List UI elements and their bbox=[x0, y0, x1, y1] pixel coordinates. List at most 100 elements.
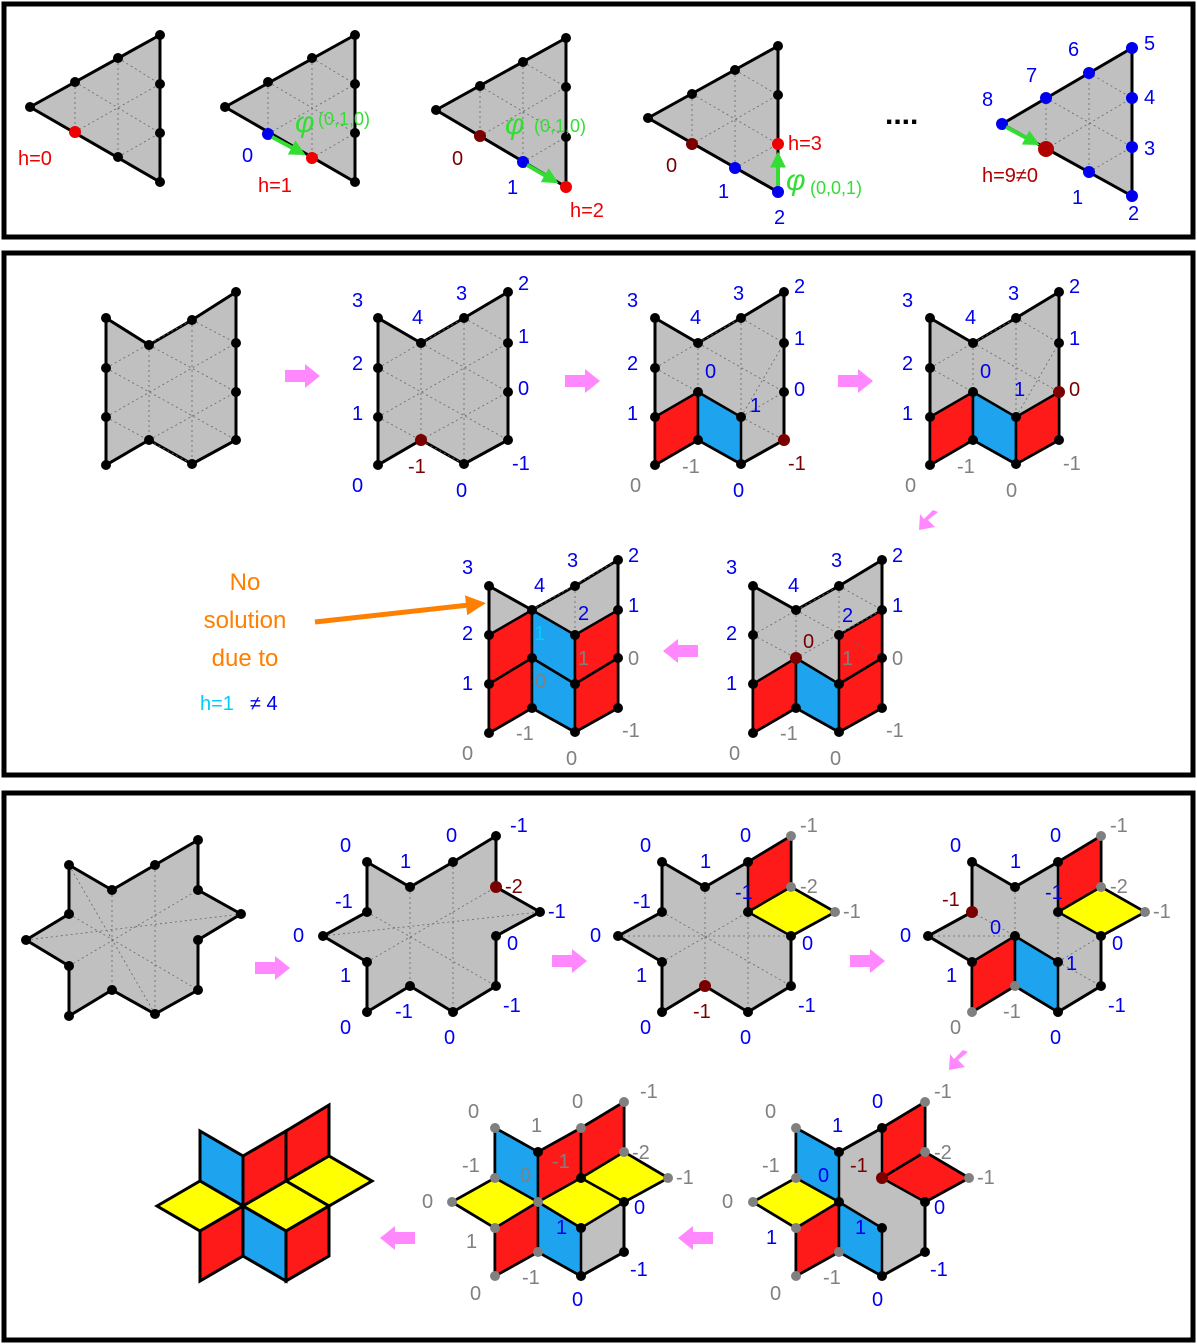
node-label: -2 bbox=[934, 1142, 952, 1164]
node-label: -1 bbox=[408, 456, 426, 478]
node-label: 1 bbox=[352, 403, 363, 425]
node-label: 0 bbox=[1069, 379, 1080, 401]
node-label: 1 bbox=[842, 648, 853, 670]
star-step-5: 0 1 0 -1 -1 -1 -2 -1 0 0 0 1 1 -1 -1 0 0 bbox=[422, 1081, 694, 1311]
node-label: -1 bbox=[693, 1001, 711, 1023]
node-label: 2 bbox=[578, 603, 589, 625]
node-label: -2 bbox=[505, 876, 523, 898]
node-label: -1 bbox=[622, 720, 640, 742]
node-label: -1 bbox=[850, 1155, 868, 1177]
shape-step-3: 3 4 3 2 2 1 0 1 0 1 -1 -1 0 0 bbox=[902, 276, 1081, 502]
node-label: 1 bbox=[1010, 851, 1021, 873]
node-label: 1 bbox=[340, 965, 351, 987]
node-label: 4 bbox=[690, 307, 701, 329]
star-step-2: 0 1 0 -1 -1 -1 -2 -1 0 0 1 0 -1 0 -1 bbox=[590, 815, 861, 1049]
node-label: 0 bbox=[352, 475, 363, 497]
node-label: 3 bbox=[726, 557, 737, 579]
node-label: -1 bbox=[630, 1259, 648, 1281]
node-label: 4 bbox=[412, 307, 423, 329]
node-label: -1 bbox=[503, 995, 521, 1017]
step-arrow bbox=[565, 369, 600, 393]
node-label: -1 bbox=[930, 1259, 948, 1281]
node-label: 2 bbox=[518, 273, 529, 295]
node-label: 2 bbox=[794, 276, 805, 298]
node-label: 1 bbox=[627, 403, 638, 425]
triangle-step-1: φ (0,1,0) 0 h=1 bbox=[220, 30, 370, 197]
node-label: 0 bbox=[456, 480, 467, 502]
node-label: 0 bbox=[422, 1191, 433, 1213]
node-label: 1 bbox=[462, 673, 473, 695]
node-label: -1 bbox=[788, 453, 806, 475]
step-arrow bbox=[552, 949, 587, 973]
node-label: 1 bbox=[578, 648, 589, 670]
node-label: 2 bbox=[842, 605, 853, 627]
node-label: 0 bbox=[462, 743, 473, 765]
node-label: 1 bbox=[556, 1217, 567, 1239]
node-label: 3 bbox=[456, 283, 467, 305]
node-label: -1 bbox=[843, 901, 861, 923]
node-label: 1 bbox=[636, 965, 647, 987]
node-label: 0 bbox=[535, 671, 546, 693]
node-label: 0 bbox=[1050, 1027, 1061, 1049]
annotation-text: solution bbox=[204, 607, 287, 634]
node-label: 2 bbox=[774, 207, 785, 229]
node-label: 0 bbox=[566, 748, 577, 770]
node-label: 0 bbox=[770, 1283, 781, 1305]
node-label: 0 bbox=[572, 1091, 583, 1113]
node-label: 0 bbox=[1050, 825, 1061, 847]
node-label: 1 bbox=[794, 328, 805, 350]
node-label: -1 bbox=[522, 1267, 540, 1289]
triangle-step-2: φ (0,1,0) 0 1 h=2 bbox=[431, 33, 604, 222]
node-label: -1 bbox=[1110, 815, 1128, 837]
node-label: 0 bbox=[900, 925, 911, 947]
node-label: 0 bbox=[446, 825, 457, 847]
node-label: 2 bbox=[892, 545, 903, 567]
phi-vector: (0,1,0) bbox=[318, 109, 370, 129]
node-label: 0 bbox=[980, 361, 991, 383]
node-label: -1 bbox=[1045, 882, 1063, 904]
node-label: 0 bbox=[468, 1101, 479, 1123]
step-arrow bbox=[838, 369, 873, 393]
node-label: 0 bbox=[640, 835, 651, 857]
star-step-3: 0 1 0 -1 -1 -1 -2 -1 0 0 0 1 1 -1 -1 0 0 bbox=[900, 815, 1171, 1049]
height-label: h=3 bbox=[788, 133, 822, 155]
node-label: 0 bbox=[990, 917, 1001, 939]
node-label: -1 bbox=[552, 1151, 570, 1173]
node-label: -1 bbox=[823, 1267, 841, 1289]
node-label: 3 bbox=[567, 550, 578, 572]
shape-no-solution: 3 4 3 2 2 1 1 2 0 1 0 1 -1 -1 0 0 No sol… bbox=[200, 545, 640, 770]
node-label: 0 bbox=[802, 933, 813, 955]
node-label: 3 bbox=[462, 557, 473, 579]
height-label: h=9≠0 bbox=[982, 165, 1038, 187]
node-label: 0 bbox=[242, 145, 253, 167]
node-label: 0 bbox=[722, 1191, 733, 1213]
node-label: -1 bbox=[1003, 1001, 1021, 1023]
triangle-step-9: 8 7 6 5 4 3 2 1 h=9≠0 bbox=[982, 33, 1155, 225]
node-label: 1 bbox=[902, 403, 913, 425]
node-label: -1 bbox=[510, 815, 528, 837]
node-label: -2 bbox=[800, 876, 818, 898]
node-label: 0 bbox=[794, 379, 805, 401]
node-label: 0 bbox=[452, 148, 463, 170]
panel-2: 3 4 3 2 2 1 0 1 -1 -1 0 0 bbox=[101, 273, 1081, 770]
height-label: h=2 bbox=[570, 200, 604, 222]
node-label: 1 bbox=[1069, 328, 1080, 350]
node-label: 4 bbox=[965, 307, 976, 329]
phi-symbol: φ bbox=[786, 164, 806, 197]
node-label: 1 bbox=[518, 326, 529, 348]
node-label: 0 bbox=[1112, 933, 1123, 955]
node-label: -1 bbox=[640, 1081, 658, 1103]
node-label: 0 bbox=[830, 748, 841, 770]
node-label: -1 bbox=[798, 995, 816, 1017]
node-label: -1 bbox=[977, 1167, 995, 1189]
phi-symbol: φ bbox=[295, 106, 315, 139]
panel-3: 0 1 0 -1 -1 -2 -1 0 0 1 0 -1 0 -1 bbox=[21, 815, 1171, 1311]
node-label: 8 bbox=[982, 89, 993, 111]
node-label: -1 bbox=[762, 1155, 780, 1177]
phi-vector: (0,0,1) bbox=[810, 178, 862, 198]
node-label: 2 bbox=[902, 353, 913, 375]
triangle-step-0: h=0 bbox=[18, 30, 165, 187]
node-label: 1 bbox=[946, 965, 957, 987]
panel-2-frame bbox=[1, 250, 1196, 778]
